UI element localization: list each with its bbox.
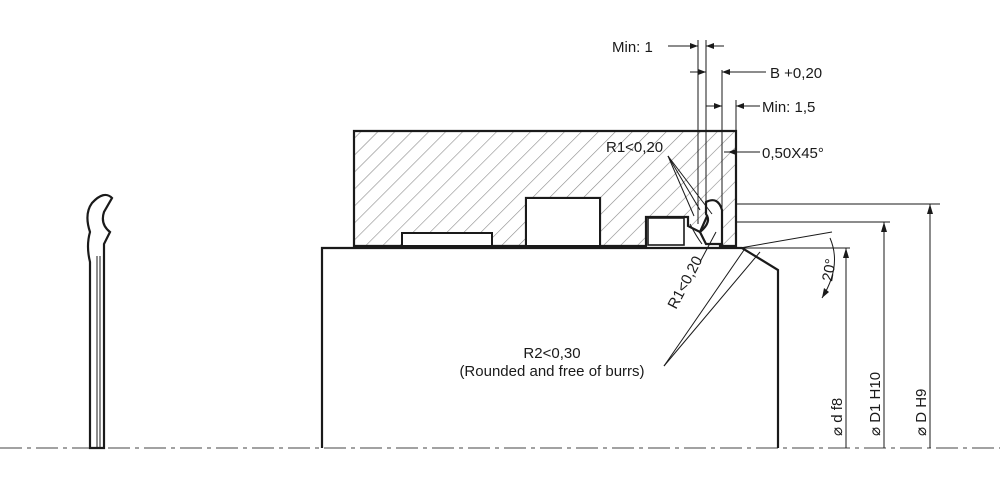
- dim-r2-line1: R2<0,30: [523, 345, 580, 362]
- seal-lip: [689, 199, 724, 246]
- extension-lines: [697, 40, 940, 249]
- dim-angle: 20°: [819, 257, 840, 282]
- dim-r2-line2: (Rounded and free of burrs): [459, 363, 644, 380]
- seal-profile-side-view: [86, 193, 114, 450]
- dim-r1-top: R1<0,20: [606, 139, 663, 156]
- dim-b-tolerance: B +0,20: [770, 65, 822, 82]
- dim-min-1: Min: 1: [612, 39, 653, 56]
- housing-section: [352, 129, 738, 248]
- dim-diameter-D: ⌀ D H9: [913, 389, 930, 436]
- dimension-arrows: [668, 43, 933, 448]
- dim-diameter-d1: ⌀ D1 H10: [867, 372, 884, 436]
- dim-r1-bottom: R1<0,20: [665, 253, 707, 311]
- dim-min-1-5: Min: 1,5: [762, 99, 815, 116]
- leader-lines: [663, 155, 761, 367]
- dim-chamfer: 0,50X45°: [762, 145, 824, 162]
- dim-diameter-d: ⌀ d f8: [829, 398, 846, 436]
